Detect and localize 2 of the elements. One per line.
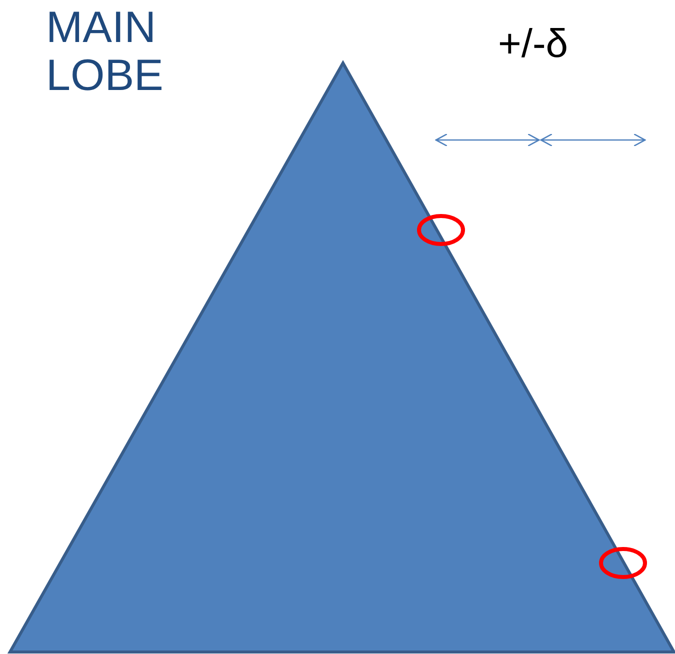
lobe-label: MAIN LOBE <box>46 4 164 101</box>
tolerance-label: +/-δ <box>498 22 568 66</box>
